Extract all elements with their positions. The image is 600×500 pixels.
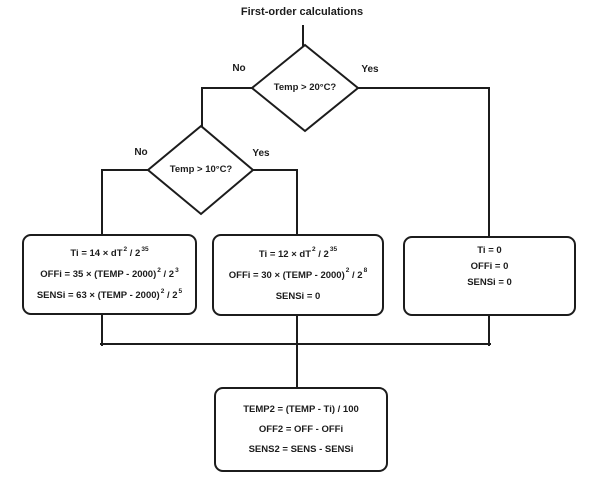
mid-temp-formula-box: Ti = 12 × dT2 / 235 OFFi = 30 × (TEMP - … bbox=[212, 234, 384, 316]
temp20-yes-connector bbox=[357, 87, 490, 238]
low-temp-formula-box: Ti = 14 × dT2 / 235 OFFi = 35 × (TEMP - … bbox=[22, 234, 197, 315]
formula-line-offi: OFFi = 30 × (TEMP - 2000)2 / 28 bbox=[228, 267, 368, 281]
formula-line-off2: OFF2 = OFF - OFFi bbox=[258, 424, 344, 435]
formula-line-sensi: SENSi = 0 bbox=[275, 290, 321, 302]
formula-line-ti: Ti = 12 × dT2 / 235 bbox=[258, 246, 338, 260]
decision-diamond-temp10 bbox=[146, 124, 255, 216]
decision-temp20-label: Temp > 20°C? bbox=[273, 82, 337, 93]
formula-line-sensi: SENSi = 63 × (TEMP - 2000)2 / 25 bbox=[36, 287, 183, 301]
page-title: First-order calculations bbox=[240, 6, 364, 18]
formula-line-offi: OFFi = 35 × (TEMP - 2000)2 / 23 bbox=[40, 266, 179, 280]
formula-line-temp2: TEMP2 = (TEMP - Ti) / 100 bbox=[243, 404, 359, 415]
temp10-yes-connector bbox=[252, 169, 298, 237]
high-temp-formula-box: Ti = 0 OFFi = 0 SENSi = 0 bbox=[403, 236, 576, 316]
formula-line-ti: Ti = 0 bbox=[477, 244, 502, 256]
temp10-no-connector bbox=[101, 169, 149, 237]
decision-diamond-temp20 bbox=[250, 43, 360, 133]
temp10-no-label: No bbox=[134, 147, 148, 158]
decision-temp10-label: Temp > 10°C? bbox=[169, 164, 233, 175]
final-calculation-box: TEMP2 = (TEMP - Ti) / 100 OFF2 = OFF - O… bbox=[214, 387, 388, 472]
formula-line-offi: OFFi = 0 bbox=[470, 260, 509, 272]
temp20-no-connector bbox=[201, 87, 253, 127]
formula-line-sensi: SENSi = 0 bbox=[467, 276, 512, 288]
temp20-no-label: No bbox=[232, 63, 246, 74]
temp10-yes-label: Yes bbox=[252, 148, 270, 159]
temp20-yes-label: Yes bbox=[361, 64, 379, 75]
formula-line-ti: Ti = 14 × dT2 / 235 bbox=[70, 245, 149, 259]
formula-line-sens2: SENS2 = SENS - SENSi bbox=[248, 444, 354, 455]
